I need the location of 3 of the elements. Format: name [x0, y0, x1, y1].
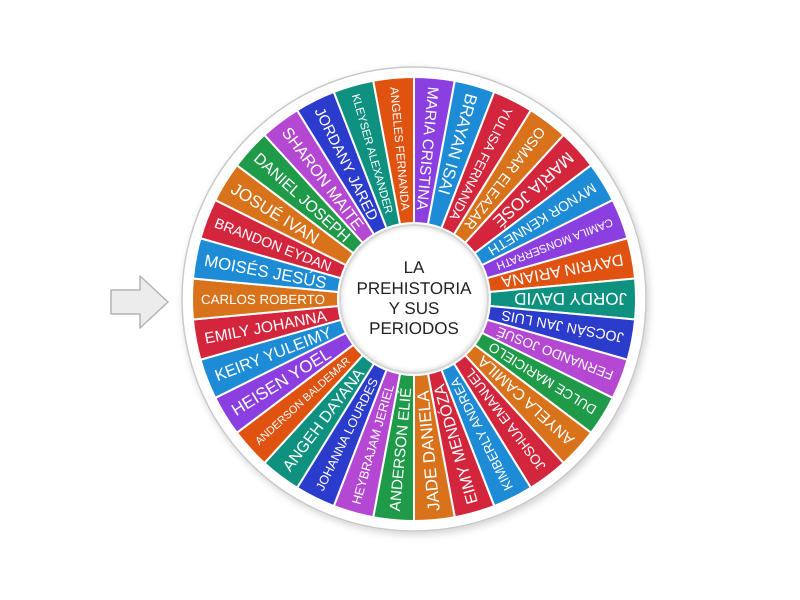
segment-label: JORDY DAVID — [514, 288, 627, 308]
segment-label: CARLOS ROBERTO — [201, 292, 325, 307]
wheel-title: LA PREHISTORIA Y SUS PERIODOS — [356, 258, 472, 340]
